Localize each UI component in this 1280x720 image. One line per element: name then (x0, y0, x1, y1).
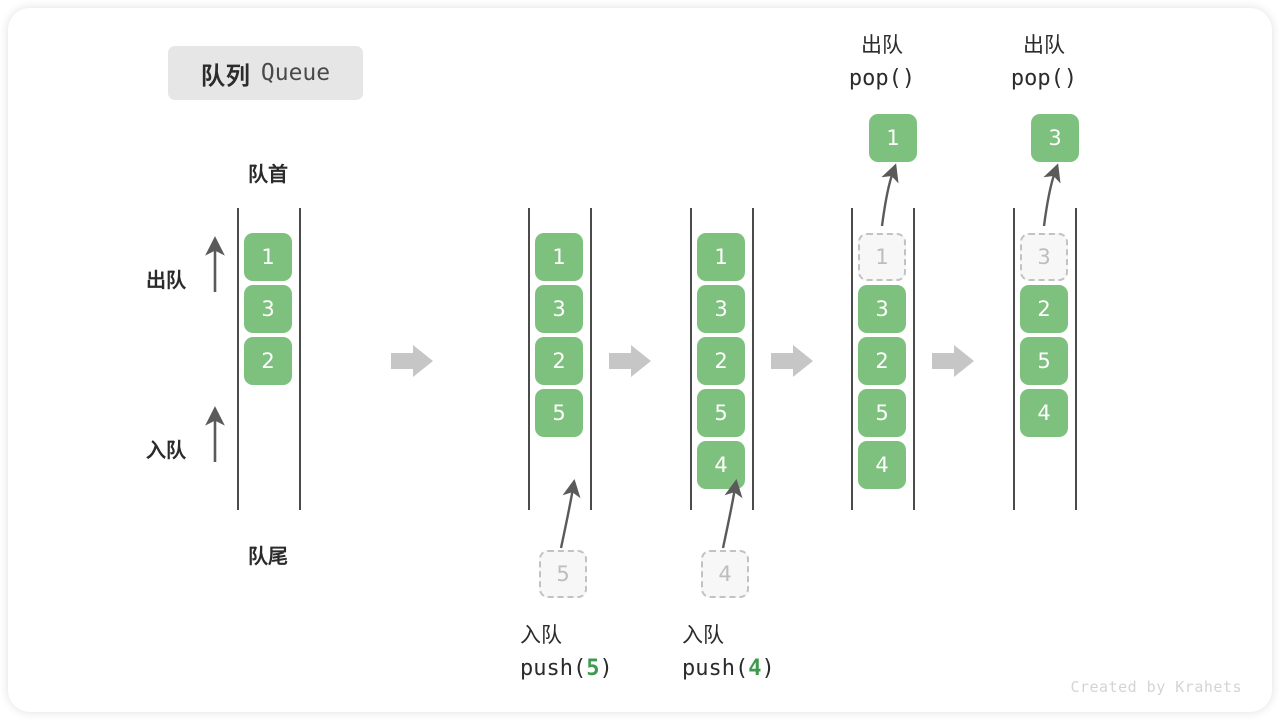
operation-caption-cn: 入队 (520, 623, 562, 647)
operation-header-cn: 出队 (1023, 33, 1065, 57)
queue-cell: 5 (697, 389, 745, 437)
queue-rail-right (1075, 208, 1077, 510)
queue-cell: 5 (535, 389, 583, 437)
popped-cell: 1 (869, 114, 917, 162)
queue-cell: 4 (697, 441, 745, 489)
queue-rail-left (690, 208, 692, 510)
operation-caption: 入队 push(4) (660, 618, 804, 686)
queue-cell: 3 (697, 285, 745, 333)
queue-cell-ghost-removed: 1 (858, 233, 906, 281)
queue-cell: 2 (1020, 285, 1068, 333)
queue-rail-left (237, 208, 239, 510)
queue-cell: 3 (535, 285, 583, 333)
label-queue-rear: 队尾 (248, 544, 288, 568)
queue-rail-right (299, 208, 301, 510)
queue-cell: 3 (244, 285, 292, 333)
operation-caption-arg: 5 (586, 656, 600, 681)
queue-rail-right (590, 208, 592, 510)
queue-rail-left (528, 208, 530, 510)
queue-cell: 5 (858, 389, 906, 437)
queue-cell: 5 (1020, 337, 1068, 385)
title-en: Queue (260, 60, 331, 86)
queue-rail-right (913, 208, 915, 510)
queue-rail-left (1013, 208, 1015, 510)
diagram-card (8, 8, 1272, 712)
queue-cell: 2 (858, 337, 906, 385)
label-queue-front: 队首 (248, 162, 288, 186)
queue-rail-right (752, 208, 754, 510)
title-cn: 队列 (200, 61, 251, 90)
queue-cell-ghost-removed: 3 (1020, 233, 1068, 281)
operation-caption: 入队 push(5) (498, 618, 642, 686)
queue-rail-left (851, 208, 853, 510)
queue-cell: 1 (244, 233, 292, 281)
operation-caption-code: push(4) (682, 656, 775, 681)
queue-cell: 2 (244, 337, 292, 385)
queue-cell: 4 (858, 441, 906, 489)
label-enqueue-direction: 入队 (146, 438, 186, 462)
operation-caption-cn: 入队 (682, 623, 724, 647)
operation-header-code: pop() (1010, 66, 1078, 91)
queue-cell: 3 (858, 285, 906, 333)
label-dequeue-direction: 出队 (146, 268, 186, 292)
operation-caption-code: push(5) (520, 656, 613, 681)
queue-cell: 2 (535, 337, 583, 385)
title-chip: 队列 Queue (168, 46, 363, 100)
queue-cell: 4 (1020, 389, 1068, 437)
queue-cell: 2 (697, 337, 745, 385)
popped-cell: 3 (1031, 114, 1079, 162)
credit-text: Created by Krahets (1070, 678, 1242, 696)
queue-cell: 1 (697, 233, 745, 281)
operation-header-cn: 出队 (861, 33, 903, 57)
incoming-ghost-cell: 5 (539, 550, 587, 598)
operation-header: 出队 pop() (831, 28, 933, 96)
operation-header: 出队 pop() (993, 28, 1095, 96)
queue-cell: 1 (535, 233, 583, 281)
incoming-ghost-cell: 4 (701, 550, 749, 598)
operation-caption-arg: 4 (748, 656, 762, 681)
operation-header-code: pop() (848, 66, 916, 91)
